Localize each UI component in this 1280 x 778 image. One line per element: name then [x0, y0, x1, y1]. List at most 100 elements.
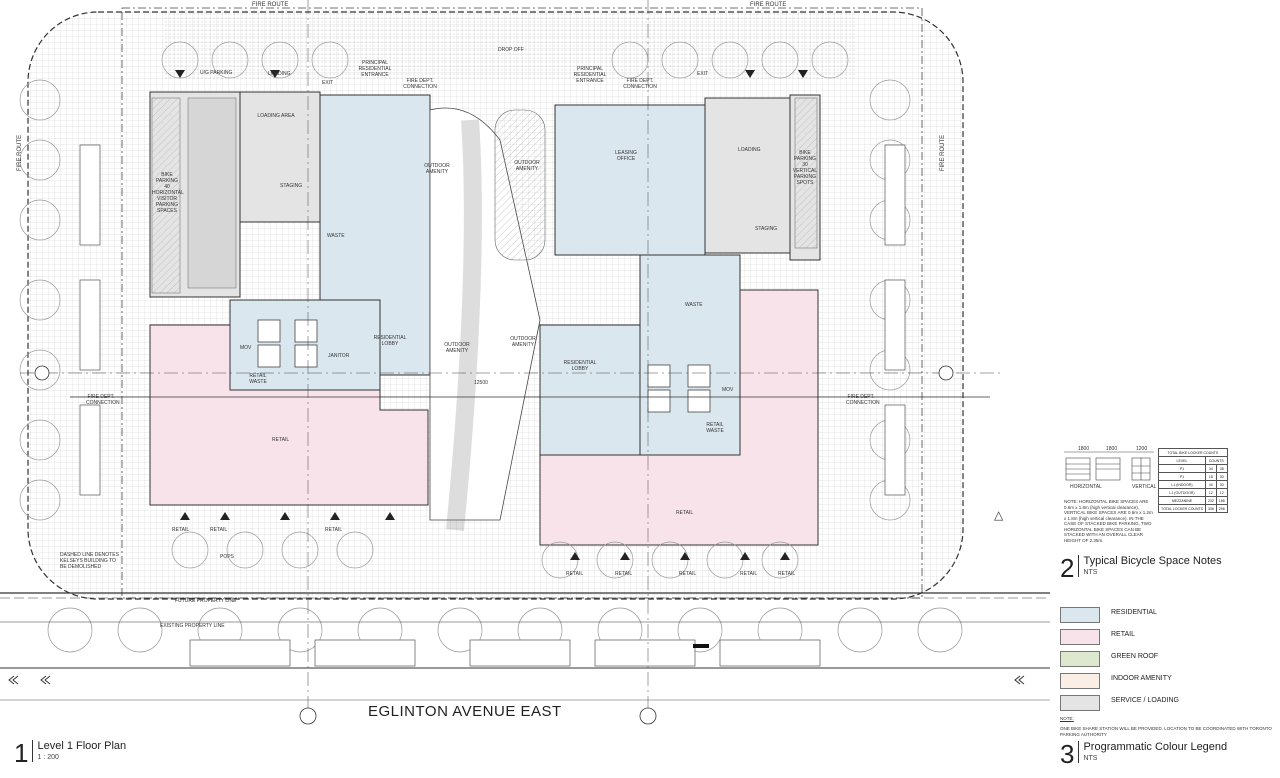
- left-fire-dept: FIRE DEPT. CONNECTION: [403, 78, 437, 90]
- view3-scale: NTS: [1083, 755, 1098, 762]
- left-exit: EXIT: [322, 80, 334, 86]
- left-retail-waste: RETAIL WASTE: [249, 373, 267, 385]
- view1-title-block: 1 Level 1 Floor Plan 1 : 200: [14, 740, 126, 766]
- floor-plan: FIRE ROUTE FIRE ROUTE FIRE ROUTE FIRE RO…: [0, 0, 1050, 725]
- right-loading: LOADING: [738, 147, 761, 153]
- view1-scale: 1 : 200: [37, 754, 59, 761]
- outdoor-amenity-3: OUTDOOR AMENITY: [444, 342, 470, 354]
- dim-12500: 12500: [474, 380, 488, 386]
- bike-dim-3: 1200: [1136, 446, 1148, 452]
- right-retail: RETAIL: [676, 510, 694, 516]
- view3-title-block: 3 Programmatic Colour Legend NTS: [1060, 741, 1227, 767]
- locker-table-title: TOTAL BIKE LOCKER COUNTS: [1158, 448, 1228, 457]
- view2-title-block: 2 Typical Bicycle Space Notes NTS: [1060, 555, 1222, 581]
- legend-note-label: NOTE:: [1060, 716, 1074, 721]
- left-mov: MOV: [240, 345, 252, 351]
- fire-route-top-left: FIRE ROUTE: [252, 2, 289, 8]
- left-principal-entrance: PRINCIPAL RESIDENTIAL ENTRANCE: [358, 60, 392, 78]
- outdoor-amenity-2: OUTDOOR AMENITY: [514, 160, 540, 172]
- bike-horizontal-label: HORIZONTAL: [1070, 484, 1102, 490]
- fire-route-right: FIRE ROUTE: [940, 134, 947, 172]
- retail-entrance-7: RETAIL: [740, 571, 758, 577]
- left-fire-dept-side: FIRE DEPT. CONNECTION: [86, 394, 120, 406]
- bike-space-diagram: 1800 1800 1200 HORIZONTAL VERTICAL: [1060, 446, 1157, 496]
- right-mov: MOV: [722, 387, 734, 393]
- retail-entrance-2: RETAIL: [210, 527, 228, 533]
- left-janitor: JANITOR: [328, 353, 350, 359]
- right-exit: EXIT: [697, 71, 709, 77]
- view3-title: Programmatic Colour Legend: [1083, 741, 1228, 753]
- retail-entrance-8: RETAIL: [778, 571, 796, 577]
- floor-plan-drawing: [0, 0, 1050, 725]
- legend-note-text: ONE BIKE SHARE STATION WILL BE PROVIDED.…: [1060, 726, 1272, 737]
- bike-dim-2: 1800: [1106, 446, 1118, 452]
- left-retail: RETAIL: [272, 437, 290, 443]
- fire-route-left: FIRE ROUTE: [17, 134, 24, 172]
- legend-green-roof: GREEN ROOF: [1060, 651, 1260, 667]
- retail-entrance-6: RETAIL: [679, 571, 697, 577]
- left-staging: STAGING: [280, 183, 303, 189]
- view1-title: Level 1 Floor Plan: [37, 740, 127, 752]
- right-fire-dept: FIRE DEPT. CONNECTION: [623, 78, 657, 90]
- pops-label: POPS: [220, 554, 234, 560]
- view1-number: 1: [14, 738, 29, 768]
- outdoor-amenity-4: OUTDOOR AMENITY: [510, 336, 536, 348]
- legend-label-service-loading: SERVICE / LOADING: [1111, 697, 1179, 704]
- bike-space-diagram-svg: [1064, 451, 1154, 481]
- legend-swatch-green-roof: [1060, 651, 1100, 667]
- drop-off-label: DROP OFF: [498, 47, 524, 53]
- legend-indoor-amenity: INDOOR AMENITY: [1060, 673, 1260, 689]
- retail-entrance-5: RETAIL: [615, 571, 633, 577]
- street-name: EGLINTON AVENUE EAST: [368, 703, 562, 720]
- right-residential-lobby: RESIDENTIAL LOBBY: [563, 360, 597, 372]
- view2-title: Typical Bicycle Space Notes: [1083, 555, 1222, 567]
- legend-service-loading: SERVICE / LOADING: [1060, 695, 1260, 711]
- fire-route-top-right: FIRE ROUTE: [750, 2, 787, 8]
- right-retail-waste: RETAIL WASTE: [706, 422, 724, 434]
- legend-label-green-roof: GREEN ROOF: [1111, 653, 1159, 660]
- bike-share-icon: △: [994, 508, 1004, 522]
- bike-vertical-label: VERTICAL: [1132, 484, 1157, 490]
- legend-retail: RETAIL: [1060, 629, 1260, 645]
- view3-number: 3: [1060, 739, 1075, 769]
- right-staging: STAGING: [755, 226, 778, 232]
- left-loading-label: LOADING: [268, 71, 291, 77]
- locker-header-counts: COUNTS: [1204, 456, 1228, 465]
- left-residential-lobby: RESIDENTIAL LOBBY: [373, 335, 407, 347]
- left-bike-parking: BIKE PARKING 40 HORIZONTAL VISITOR PARKI…: [152, 172, 184, 214]
- existing-property-line: EXISTING PROPERTY LINE: [160, 623, 225, 629]
- legend-swatch-retail: [1060, 629, 1100, 645]
- view2-scale: NTS: [1083, 569, 1098, 576]
- left-waste: WASTE: [327, 233, 345, 239]
- bike-dim-1: 1800: [1078, 446, 1090, 452]
- ug-parking-label: U/G PARKING: [200, 70, 233, 76]
- legend-label-indoor-amenity: INDOOR AMENITY: [1111, 675, 1172, 682]
- dashed-line-note: DASHED LINE DENOTES KELSEYS BUILDING TO …: [60, 552, 119, 570]
- outdoor-amenity-1: OUTDOOR AMENITY: [424, 163, 450, 175]
- right-waste: WASTE: [685, 302, 703, 308]
- legend-swatch-service-loading: [1060, 695, 1100, 711]
- retail-entrance-4: RETAIL: [566, 571, 584, 577]
- legend-swatch-residential: [1060, 607, 1100, 623]
- legend-residential: RESIDENTIAL: [1060, 607, 1260, 623]
- legend-label-residential: RESIDENTIAL: [1111, 609, 1157, 616]
- legend-swatch-indoor-amenity: [1060, 673, 1100, 689]
- bike-notes-text: NOTE: HORIZONTAL BIKE SPACES ARE 0.6m x …: [1064, 499, 1153, 543]
- legend-label-retail: RETAIL: [1111, 631, 1135, 638]
- future-property-line: FUTURE PROPERTY LINE: [175, 598, 237, 604]
- right-principal-entrance: PRINCIPAL RESIDENTIAL ENTRANCE: [573, 66, 607, 84]
- right-leasing-office: LEASING OFFICE: [615, 150, 637, 162]
- retail-entrance-1: RETAIL: [172, 527, 190, 533]
- right-bike-parking: BIKE PARKING 30 VERTICAL PARKING SPOTS: [792, 150, 818, 186]
- left-loading-area: LOADING AREA: [257, 113, 295, 119]
- locker-header-level: LEVEL: [1158, 456, 1206, 465]
- view2-number: 2: [1060, 553, 1075, 583]
- retail-entrance-3: RETAIL: [325, 527, 343, 533]
